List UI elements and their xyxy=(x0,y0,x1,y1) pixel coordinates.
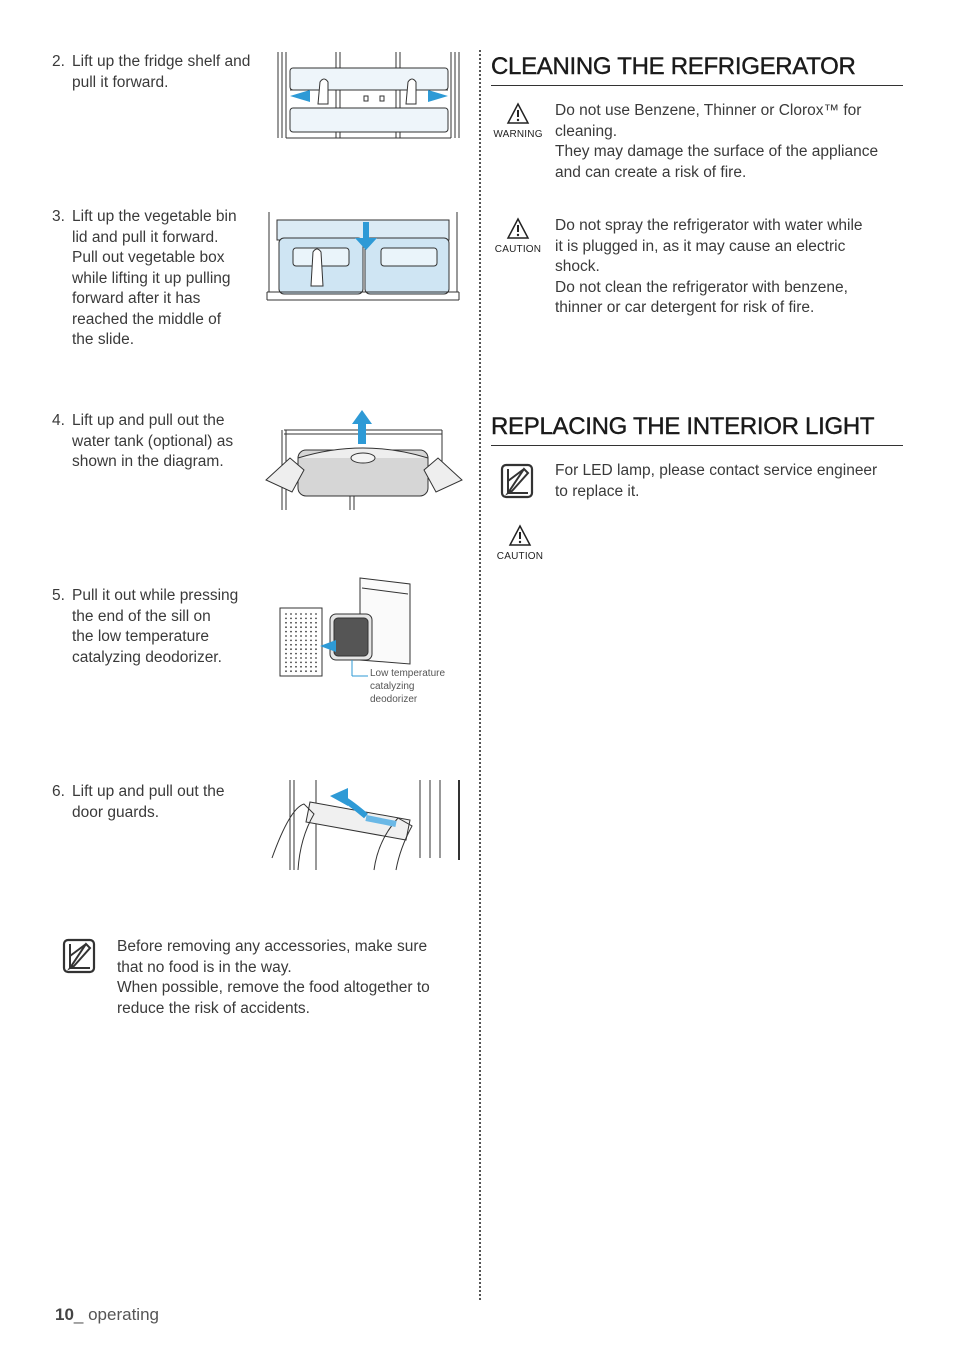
step-line: door guards. xyxy=(72,803,160,821)
section-name: _ operating xyxy=(73,1305,159,1324)
note-line: When possible, remove the food altogethe… xyxy=(117,979,430,996)
step-line: reached the middle of xyxy=(72,310,222,328)
caution-icon: CAUTION xyxy=(491,216,545,255)
step-2: 2. Lift up the fridge shelf and pull it … xyxy=(52,52,250,93)
step-line: lid and pull it forward. xyxy=(72,228,219,246)
step-line: water tank (optional) as xyxy=(72,432,234,450)
note-line: Before removing any accessories, make su… xyxy=(117,938,428,955)
interior-light-heading: REPLACING THE INTERIOR LIGHT xyxy=(491,413,903,446)
caution-text: Do not spray the refrigerator with water… xyxy=(555,216,863,319)
caution-icon: CAUTION xyxy=(493,524,547,562)
step-line: while lifting it up pulling xyxy=(72,269,231,287)
water-tank-illustration xyxy=(265,410,463,510)
step-line: catalyzing deodorizer. xyxy=(72,648,222,666)
step-line: Lift up the fridge shelf and xyxy=(72,53,251,70)
caution-label: CAUTION xyxy=(494,244,542,255)
door-guard-illustration xyxy=(271,780,460,871)
warning-line: and can create a risk of fire. xyxy=(555,163,747,181)
warning-triangle-icon xyxy=(506,102,530,124)
step-line: Lift up and pull out the xyxy=(72,783,225,800)
fridge-shelf-illustration xyxy=(277,52,460,139)
page-footer: 10_ operating xyxy=(55,1305,159,1325)
caution-line: thinner or car detergent for risk of fir… xyxy=(555,299,815,316)
step-3: 3. Lift up the vegetable bin lid and pul… xyxy=(52,207,237,351)
page-number: 10 xyxy=(55,1305,74,1324)
caution-line: Do not spray the refrigerator with water… xyxy=(555,217,863,234)
light-note-line: to replace it. xyxy=(555,482,640,500)
caution-label: CAUTION xyxy=(496,551,544,562)
step-line: the slide. xyxy=(72,331,135,348)
step-number: 2. xyxy=(52,53,65,70)
warning-line: They may damage the surface of the appli… xyxy=(555,143,879,160)
step-number: 3. xyxy=(52,208,65,225)
caution-triangle-icon xyxy=(506,217,530,239)
deodorizer-illustration xyxy=(279,577,411,677)
deodorizer-label-line: catalyzing xyxy=(370,681,415,692)
note-line: reduce the risk of accidents. xyxy=(117,999,310,1017)
step-line: forward after it has xyxy=(72,290,201,307)
column-divider xyxy=(479,50,481,1300)
caution-line: Do not clean the refrigerator with benze… xyxy=(555,278,848,296)
step-line: Lift up and pull out the xyxy=(72,412,225,429)
step-line: Pull out vegetable box xyxy=(72,249,225,266)
step-line: the end of the sill on xyxy=(72,607,211,625)
warning-line: Do not use Benzene, Thinner or Clorox™ f… xyxy=(555,102,862,119)
cleaning-heading: CLEANING THE REFRIGERATOR xyxy=(491,53,903,86)
step-6: 6. Lift up and pull out the door guards. xyxy=(52,782,225,823)
step-5: 5. Pull it out while pressing the end of… xyxy=(52,586,238,668)
step-line: the low temperature xyxy=(72,628,209,645)
step-line: pull it forward. xyxy=(72,73,169,91)
warning-line: cleaning. xyxy=(555,122,618,140)
step-4: 4. Lift up and pull out the water tank (… xyxy=(52,411,233,473)
step-line: Lift up the vegetable bin xyxy=(72,208,237,225)
light-note-text: For LED lamp, please contact service eng… xyxy=(555,461,877,502)
deodorizer-label: Low temperature catalyzing deodorizer xyxy=(370,667,445,706)
deodorizer-dots xyxy=(285,613,317,673)
deodorizer-label-line: deodorizer xyxy=(370,694,418,705)
caution-triangle-icon xyxy=(508,524,532,546)
light-note-line: For LED lamp, please contact service eng… xyxy=(555,462,878,479)
caution-line: it is plugged in, as it may cause an ele… xyxy=(555,237,846,255)
note-icon xyxy=(62,938,96,974)
step-number: 4. xyxy=(52,412,65,429)
warning-label: WARNING xyxy=(493,129,543,140)
step-number: 6. xyxy=(52,783,65,800)
warning-text: Do not use Benzene, Thinner or Clorox™ f… xyxy=(555,101,878,183)
step-line: Pull it out while pressing xyxy=(72,587,239,604)
warning-icon: WARNING xyxy=(491,101,545,140)
note-left-text: Before removing any accessories, make su… xyxy=(117,937,430,1019)
note-icon xyxy=(500,463,534,499)
step-number: 5. xyxy=(52,587,65,604)
caution-line: shock. xyxy=(555,258,600,275)
step-line: shown in the diagram. xyxy=(72,453,224,470)
note-line: that no food is in the way. xyxy=(117,958,292,976)
deodorizer-label-line: Low temperature xyxy=(370,668,446,679)
vegetable-bin-illustration xyxy=(266,212,460,301)
